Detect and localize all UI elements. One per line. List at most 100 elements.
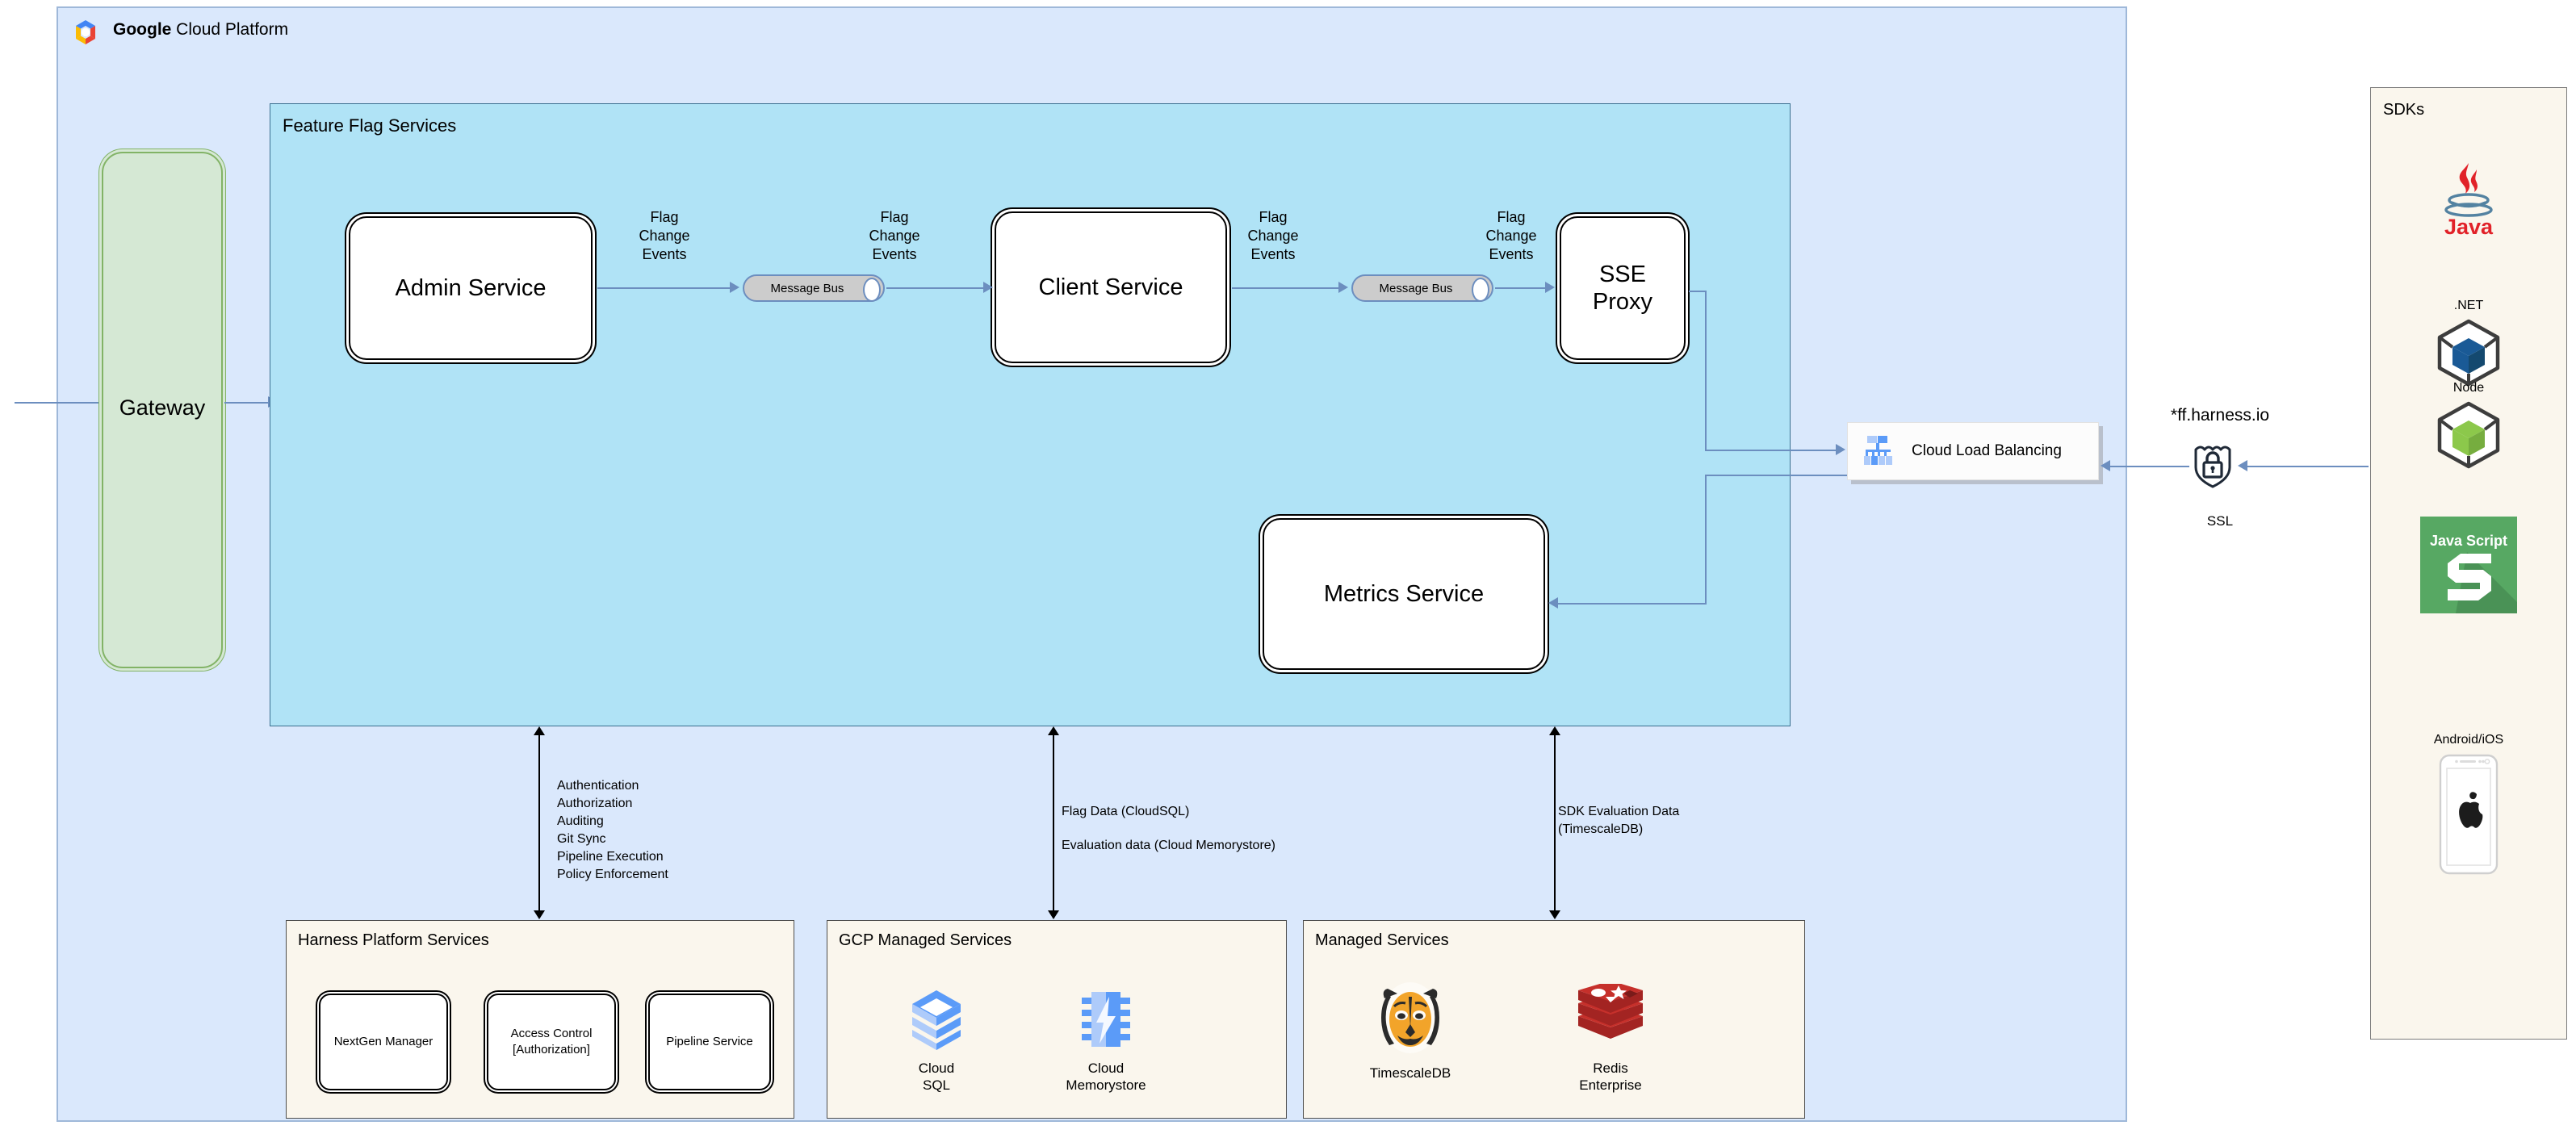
- bus-to-sse-arrowhead: [1545, 282, 1555, 293]
- clb-to-metrics-arrowhead: [1548, 597, 1558, 609]
- ms-connector-arrowhead-down: [1549, 910, 1560, 919]
- nextgen-manager-node[interactable]: NextGen Manager: [319, 994, 448, 1090]
- sdk-caption-node: Node: [2452, 381, 2485, 395]
- sdk-caption-android-ios: Android/iOS: [2433, 733, 2504, 747]
- ms-annotation-list: SDK Evaluation Data (TimescaleDB): [1558, 803, 1679, 839]
- gateway-to-ffs-line: [224, 402, 270, 404]
- client-service-label: Client Service: [1038, 274, 1183, 300]
- sse-out-line-h: [1689, 291, 1707, 292]
- svg-text:Java: Java: [2444, 215, 2494, 237]
- redis-logo-icon: [1578, 984, 1643, 1039]
- google-cloud-logo-icon: [71, 18, 100, 47]
- annotation-left-5: Policy Enforcement: [557, 868, 668, 882]
- client-service-node[interactable]: Client Service: [995, 211, 1227, 363]
- gcp-title-rest: Cloud Platform: [171, 20, 289, 39]
- nextgen-manager-label: NextGen Manager: [333, 1034, 434, 1048]
- flag-change-events-label-4: Flag Change Events: [1485, 209, 1537, 263]
- sdk-item-javascript[interactable]: Java Script: [2370, 517, 2567, 613]
- feature-flag-services-panel: [270, 103, 1791, 726]
- managed-services-panel: Managed Services TimescaleDB: [1303, 920, 1805, 1119]
- metrics-service-node[interactable]: Metrics Service: [1263, 518, 1545, 670]
- bus-to-client-line: [886, 287, 985, 289]
- java-logo-icon: Java: [2444, 163, 2494, 237]
- redis-enterprise-item[interactable]: Redis Enterprise: [1546, 984, 1675, 1094]
- flag-change-events-label-3: Flag Change Events: [1247, 209, 1299, 263]
- admin-service-label: Admin Service: [395, 274, 547, 301]
- javascript-logo-icon: Java Script: [2420, 517, 2517, 613]
- mobile-phone-apple-icon: [2439, 754, 2499, 875]
- harness-connector-line: [538, 734, 540, 910]
- flag-change-events-label-2: Flag Change Events: [869, 209, 920, 263]
- cloud-sql-item[interactable]: Cloud SQL: [884, 987, 989, 1094]
- sdk-item-java[interactable]: Java: [2370, 160, 2567, 237]
- admin-to-bus-arrowhead: [730, 282, 739, 293]
- pipeline-service-node[interactable]: Pipeline Service: [648, 994, 771, 1090]
- sse-to-clb-line: [1705, 450, 1837, 451]
- gcp-managed-services-panel: GCP Managed Services Cloud SQL: [827, 920, 1287, 1119]
- harness-platform-services-panel: Harness Platform Services NextGen Manage…: [286, 920, 794, 1119]
- harness-panel-title: Harness Platform Services: [298, 931, 489, 949]
- clb-to-metrics-line-h2: [1558, 603, 1707, 605]
- inbound-line: [15, 402, 113, 404]
- redis-enterprise-label: Redis Enterprise: [1579, 1061, 1642, 1094]
- gateway-node[interactable]: [102, 152, 223, 668]
- sdk-caption-dotnet: .NET: [2453, 299, 2484, 312]
- annotation-left-4: Pipeline Execution: [557, 850, 664, 864]
- annotation-left-0: Authentication: [557, 779, 639, 793]
- clb-ssl-line-left: [2109, 466, 2189, 467]
- annotation-right-0: SDK Evaluation Data: [1558, 805, 1680, 818]
- annotation-right-1: (TimescaleDB): [1558, 822, 1644, 837]
- annotation-mid-2: Evaluation data (Cloud Memorystore): [1062, 839, 1276, 853]
- flag-change-events-label-1: Flag Change Events: [639, 209, 690, 263]
- harness-annotation-list: Authentication Authorization Auditing Gi…: [557, 777, 668, 884]
- message-bus-1-cap: [863, 278, 881, 302]
- sse-proxy-label: SSE Proxy: [1592, 261, 1653, 315]
- timescaledb-label: TimescaleDB: [1369, 1065, 1451, 1081]
- pipeline-service-label: Pipeline Service: [666, 1034, 753, 1048]
- gcpms-connector-line: [1053, 734, 1054, 910]
- sdks-panel-title: SDKs: [2383, 101, 2425, 119]
- access-control-label: Access Control [Authorization]: [510, 1026, 593, 1056]
- annotation-mid-0: Flag Data (CloudSQL): [1062, 805, 1190, 818]
- cloud-sql-label: Cloud SQL: [918, 1061, 955, 1094]
- dotnet-cube-icon: [2437, 319, 2500, 387]
- gateway-label: Gateway: [119, 395, 206, 420]
- clb-to-metrics-line-h1: [1705, 475, 1849, 476]
- harness-connector-arrowhead-up: [534, 726, 545, 735]
- access-control-node[interactable]: Access Control [Authorization]: [487, 994, 616, 1090]
- gcp-panel-title: Google Cloud Platform: [113, 20, 288, 40]
- bus-to-sse-line: [1495, 287, 1547, 289]
- gcpms-panel-title: GCP Managed Services: [839, 931, 1012, 949]
- admin-service-node[interactable]: Admin Service: [349, 216, 593, 360]
- annotation-mid-spacer: [1062, 821, 1275, 837]
- sse-out-line-v: [1705, 291, 1707, 450]
- cloud-load-balancing-label: Cloud Load Balancing: [1912, 442, 2062, 459]
- message-bus-2[interactable]: Message Bus: [1351, 274, 1493, 302]
- timescaledb-item[interactable]: TimescaleDB: [1346, 977, 1475, 1082]
- hostname-label: *ff.harness.io: [2170, 406, 2270, 425]
- ms-panel-title: Managed Services: [1315, 931, 1449, 949]
- svg-text:Java Script: Java Script: [2430, 533, 2507, 549]
- sdk-item-node[interactable]: Node: [2370, 381, 2567, 470]
- annotation-left-2: Auditing: [557, 814, 604, 829]
- node-cube-icon: [2437, 401, 2500, 469]
- sdk-item-android-ios[interactable]: Android/iOS: [2370, 733, 2567, 875]
- gcpms-connector-arrowhead-down: [1048, 910, 1059, 919]
- sdk-item-dotnet[interactable]: .NET: [2370, 299, 2567, 387]
- admin-to-bus-line: [597, 287, 731, 289]
- gcpms-connector-arrowhead-up: [1048, 726, 1059, 735]
- sse-to-clb-arrowhead: [1836, 444, 1845, 455]
- message-bus-1[interactable]: Message Bus: [743, 274, 885, 302]
- annotation-left-3: Git Sync: [557, 832, 606, 847]
- ssl-label: SSL: [2206, 513, 2234, 529]
- ms-connector-arrowhead-up: [1549, 726, 1560, 735]
- cloud-memorystore-icon: [1082, 992, 1130, 1047]
- cloud-load-balancing-icon: [1862, 434, 1897, 468]
- ssl-shield-lock-icon: [2188, 440, 2238, 490]
- cloud-memorystore-label: Cloud Memorystore: [1066, 1061, 1146, 1094]
- annotation-left-1: Authorization: [557, 797, 633, 811]
- clb-to-metrics-line-v: [1705, 475, 1707, 604]
- message-bus-2-cap: [1472, 278, 1489, 302]
- cloud-memorystore-item[interactable]: Cloud Memorystore: [1037, 987, 1175, 1094]
- sse-proxy-node[interactable]: SSE Proxy: [1560, 216, 1686, 360]
